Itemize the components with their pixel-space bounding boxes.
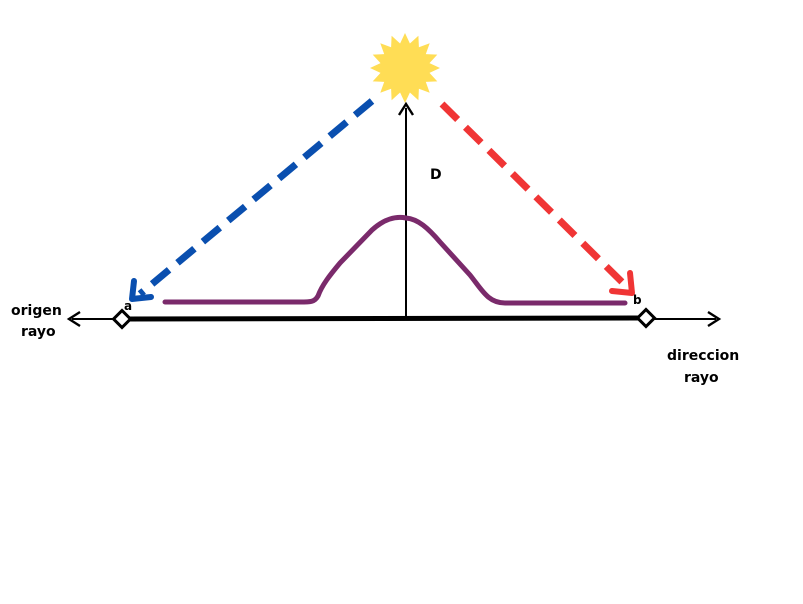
density-curve bbox=[162, 214, 628, 306]
distance-label: D bbox=[430, 167, 442, 183]
point-a-marker bbox=[111, 308, 133, 330]
ray-axis bbox=[66, 310, 722, 328]
left-ray-arrowhead-icon bbox=[129, 278, 154, 302]
point-b-marker bbox=[635, 307, 657, 329]
right-light-ray bbox=[439, 101, 635, 296]
origin-label-line2: rayo bbox=[21, 324, 56, 340]
direction-label-line2: rayo bbox=[684, 370, 719, 386]
distance-arrowhead-icon bbox=[397, 101, 415, 116]
point-a-label: a bbox=[124, 299, 132, 313]
sun-icon bbox=[370, 33, 440, 103]
left-light-ray bbox=[129, 98, 375, 302]
left-ray-dashes bbox=[137, 98, 375, 297]
right-ray-dashes bbox=[439, 101, 627, 287]
distance-arrow bbox=[397, 101, 415, 316]
point-b-label: b bbox=[633, 293, 642, 307]
diamond-marker-icon bbox=[111, 308, 133, 330]
origin-label-line1: origen bbox=[11, 303, 62, 319]
diamond-marker-icon bbox=[635, 307, 657, 329]
direction-arrowhead-icon bbox=[707, 310, 722, 328]
origin-arrowhead-icon bbox=[66, 310, 81, 328]
ray-segment-a-b bbox=[121, 315, 647, 322]
direction-label-line1: direccion bbox=[667, 348, 739, 364]
right-ray-arrowhead-icon bbox=[609, 270, 635, 296]
